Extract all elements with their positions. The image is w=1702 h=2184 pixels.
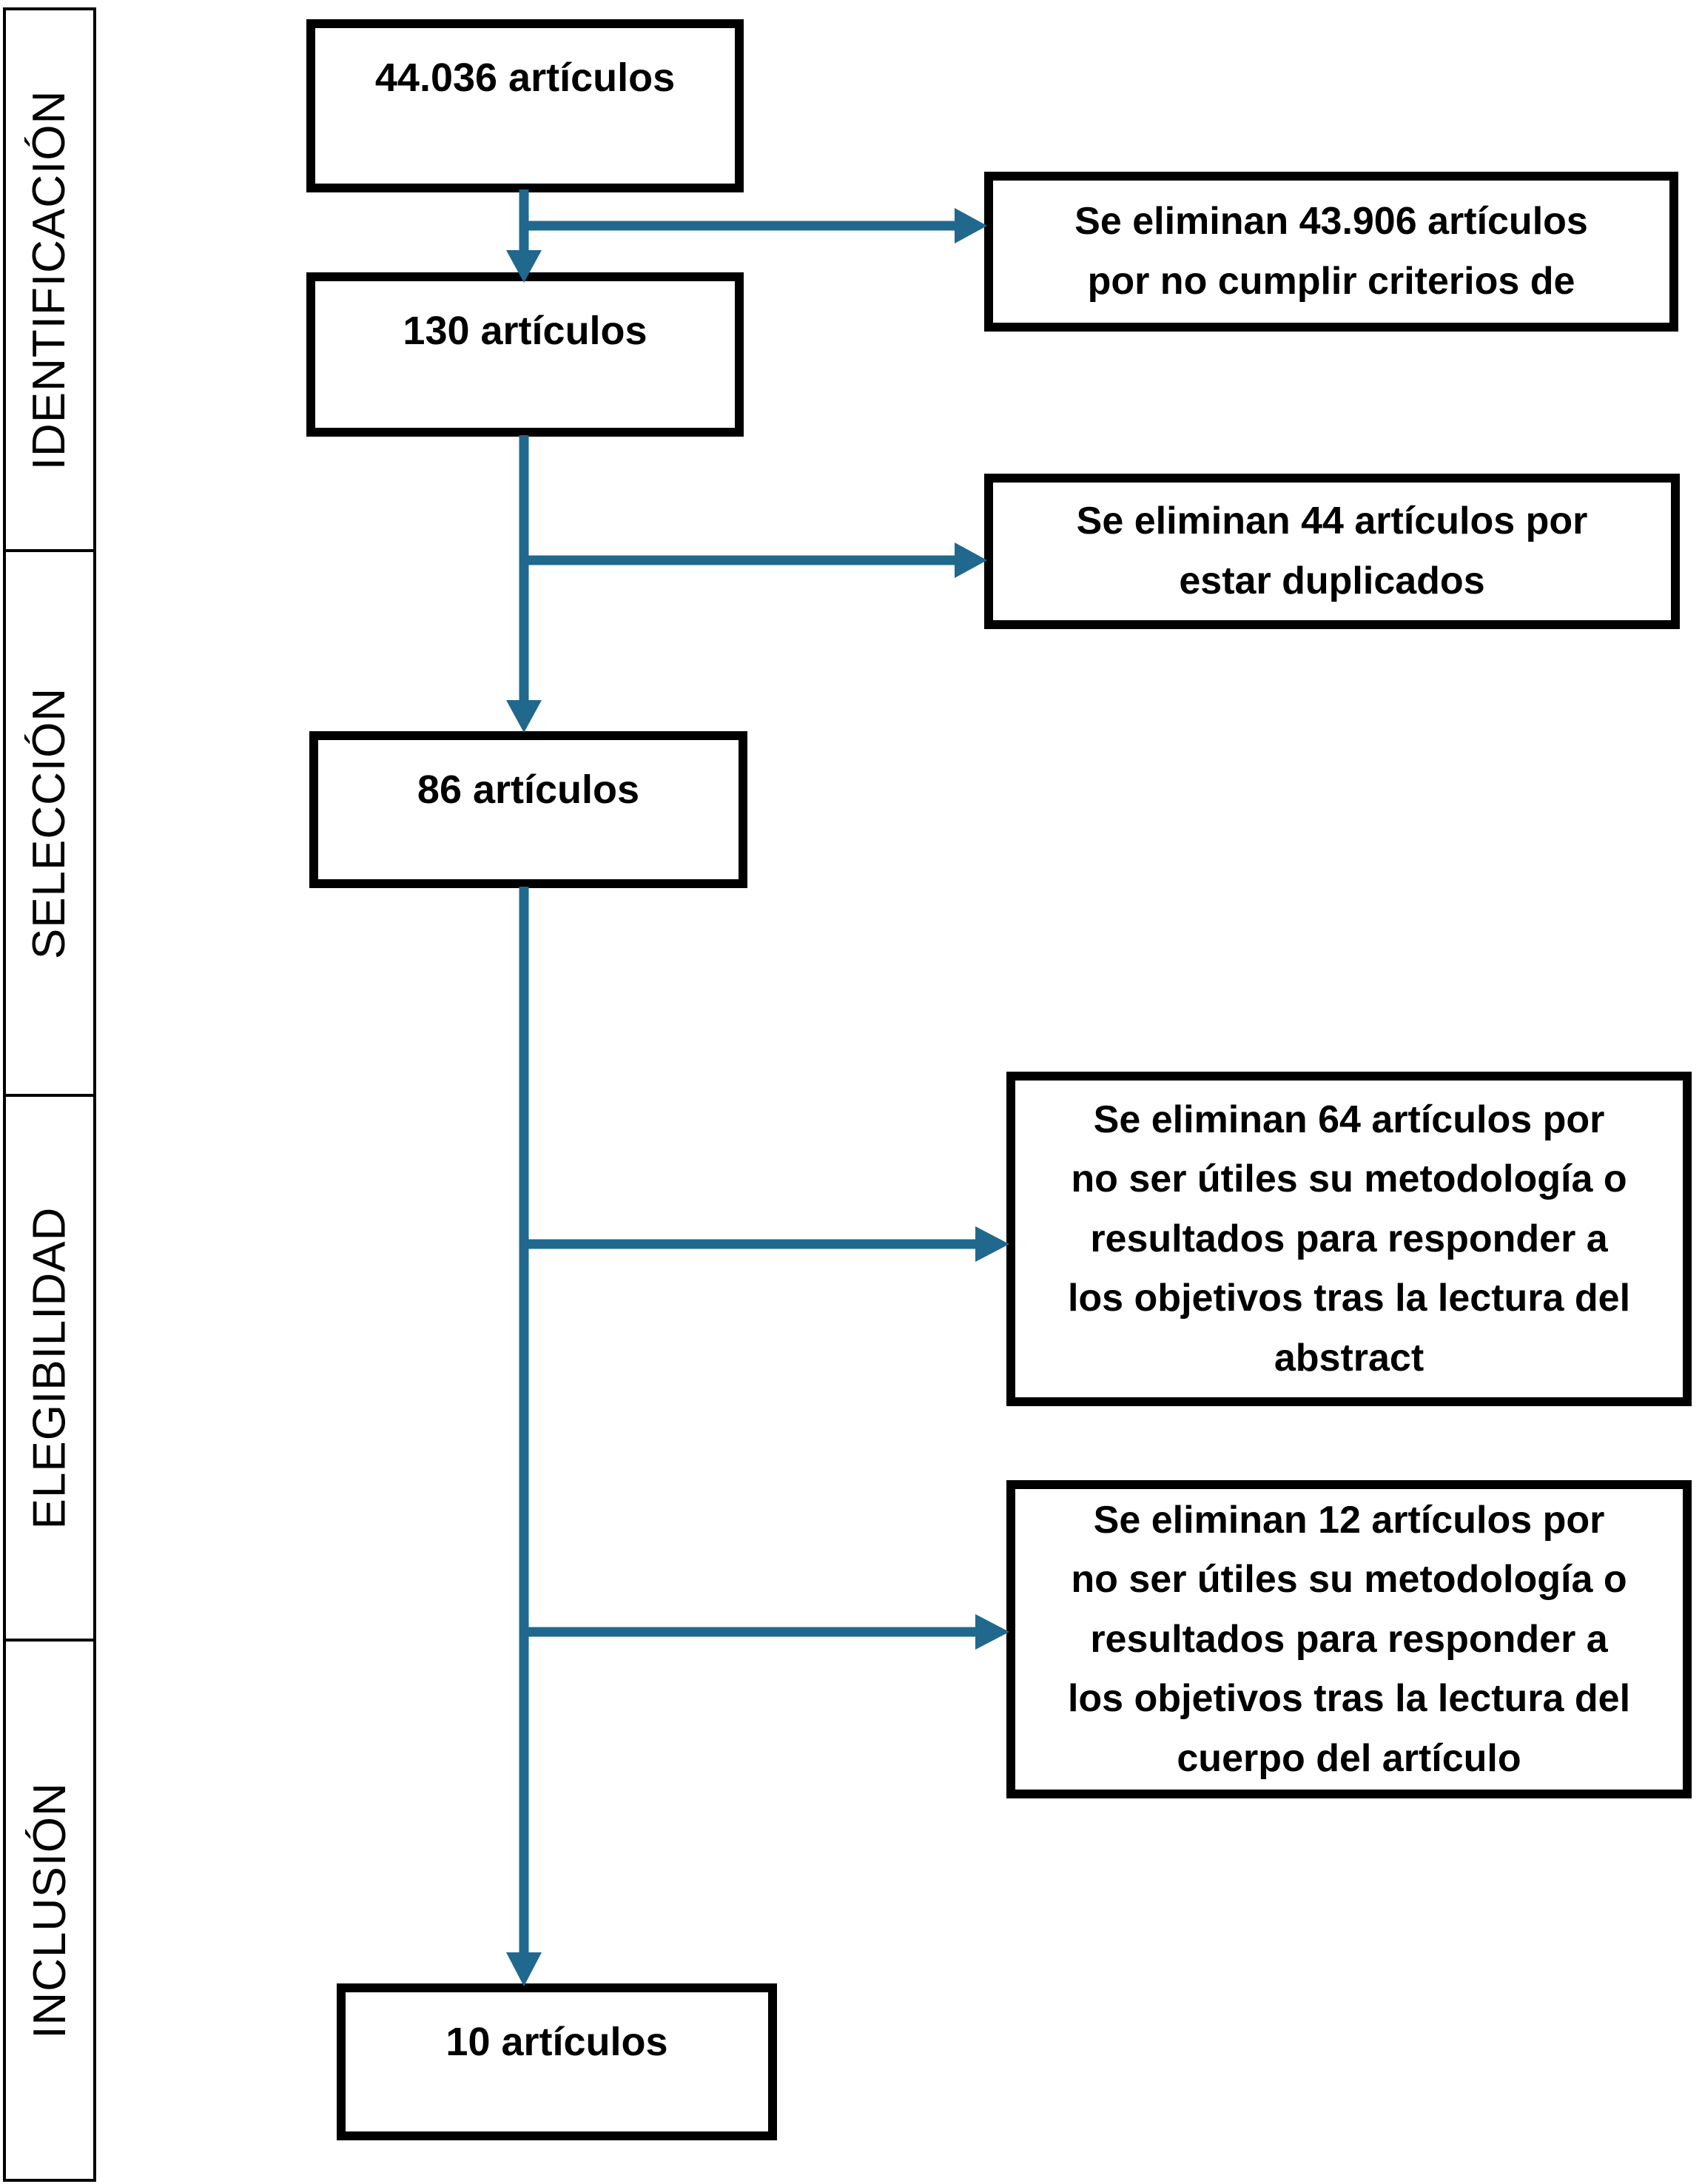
flow-box-initial-records: 44.036 artículos: [306, 19, 744, 192]
exclusion-line: resultados para responder a: [1090, 1217, 1608, 1260]
flow-box-label: 130 artículos: [403, 309, 648, 353]
exclusion-line: no ser útiles su metodología o: [1071, 1558, 1627, 1602]
stage-label-inclusion: INCLUSIÓN: [24, 1781, 75, 2039]
stage-label-seleccion: SELECCIÓN: [24, 687, 75, 959]
exclusion-line: Se eliminan 44 artículos por: [1076, 500, 1588, 543]
flow-box-label: 10 artículos: [445, 2020, 668, 2064]
flow-box-included: 10 artículos: [337, 1983, 777, 2140]
exclusion-box-criteria: Se eliminan 43.906 artículos por no cump…: [984, 172, 1678, 332]
flow-box-after-criteria: 130 artículos: [306, 272, 744, 437]
exclusion-line: no ser útiles su metodología o: [1071, 1157, 1627, 1201]
exclusion-line: por no cumplir criterios de: [1087, 260, 1575, 303]
flow-box-label: 86 artículos: [417, 767, 640, 812]
exclusion-line: abstract: [1274, 1336, 1424, 1380]
exclusion-line: los objetivos tras la lectura del: [1067, 1277, 1631, 1320]
arrowhead-eligibility-down: [506, 1952, 542, 1986]
arrowhead-branch-fulltext: [975, 1614, 1009, 1650]
exclusion-box-abstract: Se eliminan 64 artículos por no ser útil…: [1006, 1072, 1692, 1406]
flow-box-after-duplicates: 86 artículos: [309, 731, 747, 888]
exclusion-line: Se eliminan 43.906 artículos: [1074, 200, 1588, 243]
exclusion-line: cuerpo del artículo: [1177, 1736, 1521, 1780]
exclusion-line: resultados para responder a: [1090, 1617, 1608, 1661]
arrowhead-branch-duplicates: [955, 542, 987, 578]
exclusion-line: Se eliminan 12 artículos por: [1093, 1498, 1605, 1542]
exclusion-line: los objetivos tras la lectura del: [1067, 1677, 1631, 1721]
arrowhead-branch-criteria: [955, 208, 987, 243]
stage-label-elegibilidad: ELEGIBILIDAD: [24, 1206, 75, 1529]
arrowhead-selection-down: [506, 700, 542, 733]
sidebar-stage-inclusion: INCLUSIÓN: [3, 1639, 96, 2182]
arrowhead-branch-abstract: [975, 1226, 1009, 1262]
exclusion-line: Se eliminan 64 artículos por: [1093, 1098, 1605, 1141]
stage-label-identificacion: IDENTIFICACIÓN: [24, 90, 75, 470]
exclusion-box-fulltext: Se eliminan 12 artículos por no ser útil…: [1006, 1480, 1692, 1798]
flow-box-label: 44.036 artículos: [374, 56, 676, 100]
sidebar-stage-identificacion: IDENTIFICACIÓN: [3, 7, 96, 552]
sidebar-stage-elegibilidad: ELEGIBILIDAD: [3, 1094, 96, 1642]
sidebar-stage-seleccion: SELECCIÓN: [3, 549, 96, 1097]
exclusion-line: estar duplicados: [1179, 560, 1485, 602]
exclusion-box-duplicates: Se eliminan 44 artículos por estar dupli…: [984, 474, 1680, 629]
